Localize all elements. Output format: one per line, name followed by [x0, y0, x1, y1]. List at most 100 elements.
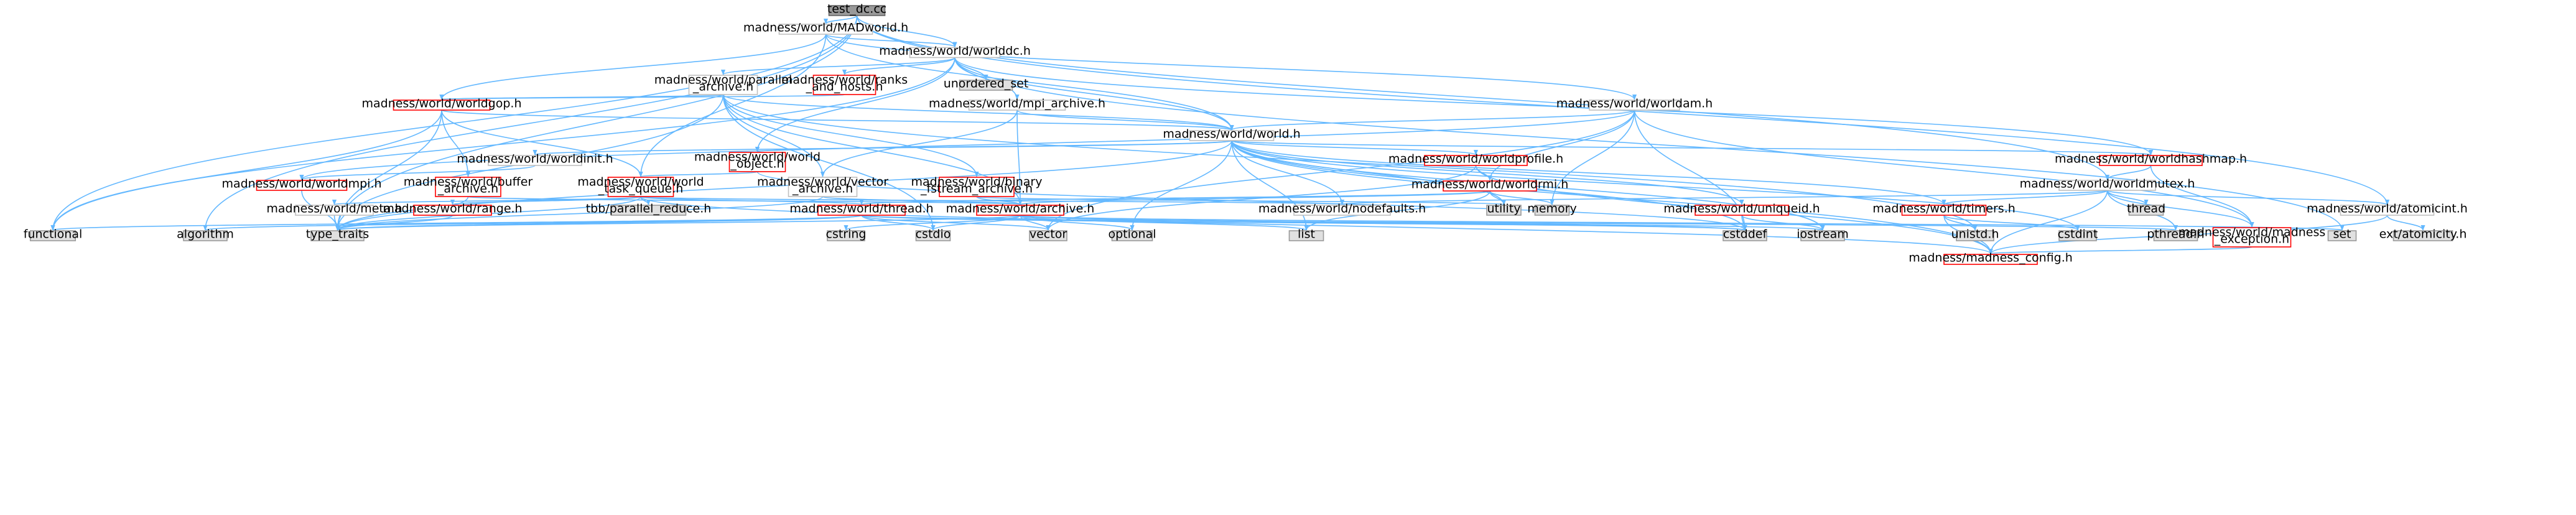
- edge-uniqueid-to-cstddef: [1741, 215, 1747, 231]
- node-label-unordered: unordered_set: [944, 77, 1029, 91]
- edge-mexception-to-mconfig: [1989, 246, 2253, 254]
- edge-worlddc-to-wobject: [755, 57, 956, 152]
- node-mexception[interactable]: madness/world/madness_exception.h: [2178, 226, 2326, 248]
- node-worldmutex[interactable]: madness/world/worldmutex.h: [2020, 177, 2195, 191]
- node-label-thread: madness/world/thread.h: [789, 202, 933, 216]
- node-box-worldgop: [393, 100, 491, 111]
- node-worlddc[interactable]: madness/world/worlddc.h: [879, 44, 1031, 58]
- edge-mpiarch-to-archive: [1016, 109, 1023, 205]
- edge-hashmap-to-worldmutex: [2104, 165, 2152, 180]
- node-unordered[interactable]: unordered_set: [944, 77, 1029, 91]
- node-label-ranks: madness/world/ranks: [781, 73, 908, 87]
- node-functional[interactable]: functional: [24, 228, 83, 241]
- node-madworld[interactable]: madness/world/MADworld.h: [743, 21, 908, 35]
- node-label-memory: memory: [1527, 202, 1576, 216]
- node-box-utility: [1486, 205, 1522, 216]
- node-vecarch[interactable]: madness/world/vector_archive.h: [757, 175, 888, 197]
- edge-binfs-to-utility: [976, 196, 1505, 205]
- node-mpiarch[interactable]: madness/world/mpi_archive.h: [929, 97, 1105, 111]
- node-label-algorithm: algorithm: [177, 228, 234, 241]
- node-vector[interactable]: vector: [1029, 228, 1067, 241]
- node-label-vecarch: _archive.h: [792, 182, 853, 196]
- node-cstdint[interactable]: cstdint: [2058, 228, 2098, 241]
- node-label-taskq: _task_queue.h: [598, 182, 684, 196]
- edge-worldrmi-to-utility: [1489, 190, 1507, 205]
- node-thread[interactable]: madness/world/thread.h: [789, 202, 934, 216]
- node-label-parallel: _archive.h: [692, 80, 753, 94]
- node-worldprofile[interactable]: madness/world/worldprofile.h: [1388, 152, 1563, 166]
- node-box-wobject: [728, 152, 786, 172]
- node-uniqueid[interactable]: madness/world/uniqueid.h: [1663, 202, 1820, 216]
- node-worldrmi[interactable]: madness/world/worldrmi.h: [1411, 178, 1569, 192]
- node-label-worlddc: madness/world/worlddc.h: [879, 44, 1031, 58]
- edge-timers-to-unistd: [1943, 215, 1978, 231]
- node-cstddef[interactable]: cstddef: [1723, 228, 1768, 241]
- edge-archive-to-optional: [1020, 215, 1135, 231]
- node-taskq[interactable]: madness/world/world_task_queue.h: [577, 175, 704, 197]
- node-range[interactable]: madness/world/range.h: [383, 202, 523, 216]
- node-algorithm[interactable]: algorithm: [177, 228, 234, 241]
- node-ranks[interactable]: madness/world/ranks_and_hosts.h: [781, 73, 908, 95]
- node-box-tbb: [610, 205, 687, 216]
- node-timers[interactable]: madness/world/timers.h: [1872, 202, 2016, 216]
- node-label-extatomic: ext/atomicity.h: [2379, 228, 2467, 241]
- node-memory[interactable]: memory: [1527, 202, 1577, 216]
- node-label-buffer: _archive.h: [437, 182, 498, 196]
- node-cstdio[interactable]: cstdio: [916, 228, 951, 241]
- node-set[interactable]: set: [2327, 228, 2357, 241]
- node-utility[interactable]: utility: [1486, 202, 1522, 216]
- node-box-worldam: [1589, 100, 1680, 111]
- node-box-world: [1189, 130, 1275, 141]
- node-parallel[interactable]: madness/world/parallel_archive.h: [654, 73, 793, 95]
- edge-parallel-to-unistd: [722, 94, 1978, 231]
- node-wobject[interactable]: madness/world/world_object.h: [694, 151, 821, 172]
- edge-archive-to-iostream: [1020, 215, 1825, 231]
- node-cstring[interactable]: cstring: [826, 228, 867, 241]
- node-box-worldprofile: [1424, 155, 1528, 166]
- node-box-parallel: [688, 75, 758, 95]
- node-test_dc[interactable]: test_dc.cc: [827, 2, 886, 16]
- node-worldinit[interactable]: madness/world/worldinit.h: [457, 152, 613, 166]
- node-type_traits[interactable]: type_traits: [306, 228, 369, 241]
- node-label-test_dc: test_dc.cc: [827, 2, 886, 16]
- node-label-cstring: cstring: [826, 228, 867, 241]
- node-buffer[interactable]: madness/world/buffer_archive.h: [404, 175, 533, 197]
- node-archive[interactable]: madness/world/archive.h: [946, 202, 1095, 216]
- node-world[interactable]: madness/world/world.h: [1163, 128, 1301, 141]
- edge-worldam-to-mexception: [1634, 109, 2254, 228]
- node-label-nodefaults: madness/world/nodefaults.h: [1258, 202, 1426, 216]
- node-label-worldinit: madness/world/worldinit.h: [457, 152, 613, 166]
- edge-atomicint-to-extatomic: [2386, 215, 2425, 231]
- node-list[interactable]: list: [1288, 228, 1324, 241]
- edge-parallel-to-world: [722, 94, 1234, 131]
- node-nodefaults[interactable]: madness/world/nodefaults.h: [1258, 202, 1426, 216]
- node-worldam[interactable]: madness/world/worldam.h: [1556, 97, 1713, 111]
- node-iostream[interactable]: iostream: [1797, 228, 1849, 241]
- edge-worlddc-to-set: [954, 57, 2345, 231]
- node-box-hashmap: [2099, 155, 2203, 166]
- node-tbb[interactable]: tbb/parallel_reduce.h: [586, 202, 712, 216]
- edge-thread-to-vector: [861, 215, 1051, 231]
- node-label-pthread: pthread.h: [2147, 228, 2204, 241]
- node-box-vector: [1029, 230, 1067, 241]
- edge-archive-to-type_traits: [335, 215, 1021, 231]
- node-optional[interactable]: optional: [1108, 228, 1156, 241]
- edge-vecarch-to-archive: [822, 196, 1023, 205]
- node-label-cstdio: cstdio: [916, 228, 951, 241]
- node-box-nodefaults: [1293, 205, 1391, 216]
- node-mconfig[interactable]: madness/madness_config.h: [1909, 251, 2073, 265]
- node-box-extatomic: [2392, 230, 2453, 241]
- node-unistd[interactable]: unistd.h: [1951, 228, 1999, 241]
- edge-worldgop-to-taskq: [441, 109, 643, 177]
- node-meta[interactable]: madness/world/meta.h: [266, 202, 402, 216]
- node-label-taskq: madness/world/world: [577, 175, 704, 189]
- node-label-worldgop: madness/world/worldgop.h: [361, 97, 521, 111]
- node-hashmap[interactable]: madness/world/worldhashmap.h: [2055, 152, 2247, 166]
- node-thread_std[interactable]: thread: [2127, 202, 2165, 216]
- node-extatomic[interactable]: ext/atomicity.h: [2379, 228, 2467, 241]
- node-worldgop[interactable]: madness/world/worldgop.h: [361, 97, 522, 111]
- node-pthread[interactable]: pthread.h: [2147, 228, 2205, 241]
- node-worldmpi[interactable]: madness/world/worldmpi.h: [221, 177, 382, 191]
- node-binfs[interactable]: madness/world/binary_fstream_archive.h: [911, 175, 1043, 197]
- node-atomicint[interactable]: madness/world/atomicint.h: [2307, 202, 2468, 216]
